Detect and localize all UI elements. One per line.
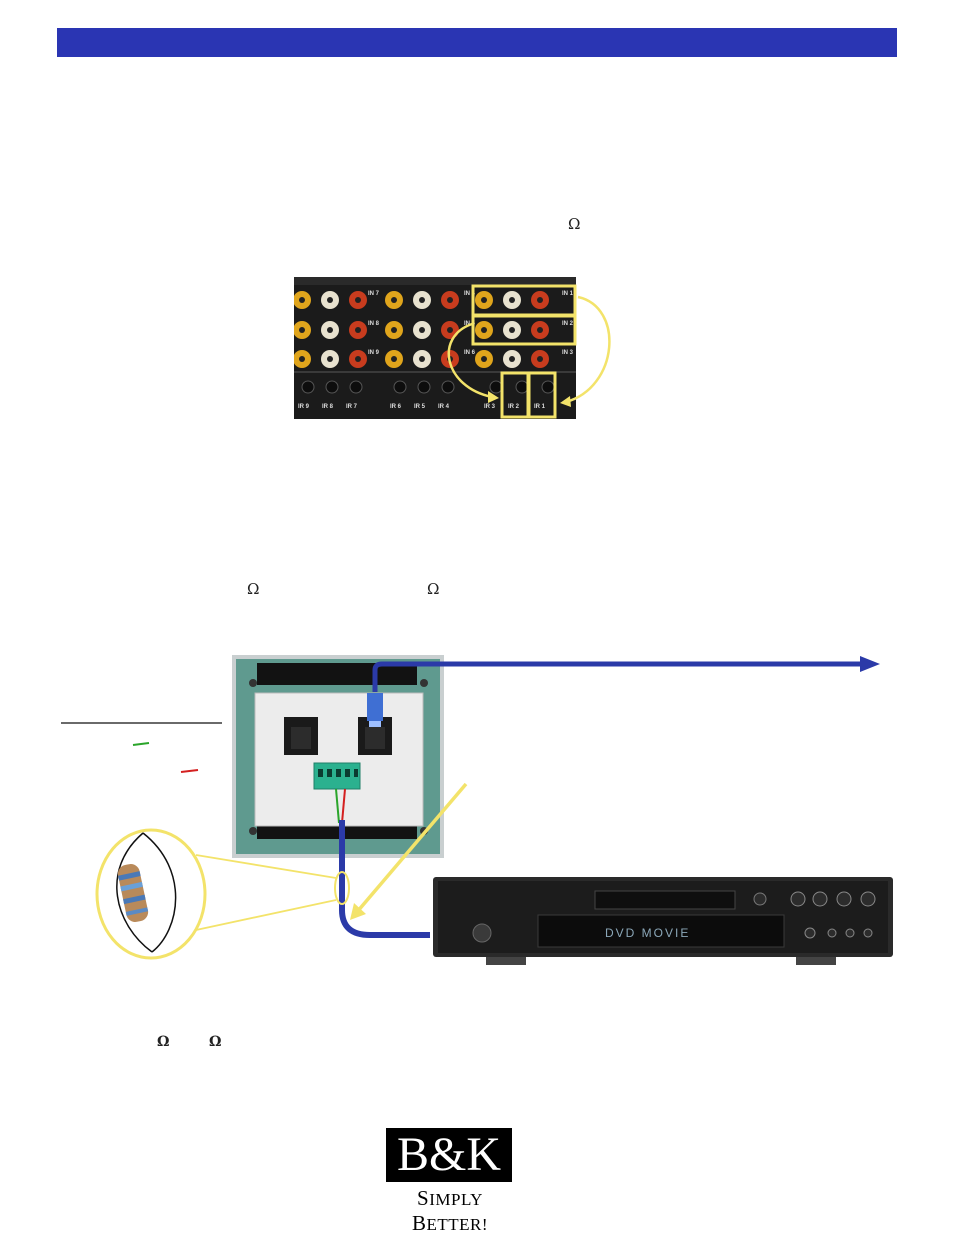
ir-label: IR 5 (414, 404, 426, 410)
omega-symbol: Ω (209, 1034, 222, 1050)
header-bar (57, 28, 897, 57)
input-label: IN 4 (464, 291, 476, 297)
ir-label: IR 7 (346, 404, 358, 410)
input-label: IN 8 (368, 321, 380, 327)
input-label: IN 3 (562, 350, 574, 356)
ir-label: IR 8 (322, 404, 334, 410)
ir-label: IR 9 (298, 404, 310, 410)
logo-tagline: SIMPLY BETTER! (411, 1186, 489, 1235)
wall-plate-photo (232, 655, 444, 858)
ir-jack (441, 380, 455, 394)
highlight-box-in2 (471, 314, 577, 346)
receiver-back-panel-photo: IN 4IN 5IN 6IN 1IN 2IN 3IN 7IN 8IN 9 IR … (294, 277, 611, 419)
omega-symbol: Ω (568, 215, 581, 233)
brand-logo: B&K (386, 1128, 512, 1182)
input-label: IN 2 (562, 321, 574, 327)
ir-label: IR 6 (390, 404, 402, 410)
input-label: IN 6 (464, 350, 476, 356)
input-label: IN 7 (368, 291, 380, 297)
dvd-player-photo: DVD MOVIE (430, 873, 896, 969)
ir-label: IR 4 (438, 404, 450, 410)
input-label: IN 9 (368, 350, 380, 356)
highlight-box-ir1 (527, 371, 557, 419)
input-label: IN 1 (562, 291, 574, 297)
ir-jack (301, 380, 315, 394)
omega-symbol: Ω (157, 1034, 170, 1050)
ir-jack (349, 380, 363, 394)
ir-jack (417, 380, 431, 394)
ir-label: IR 2 (508, 404, 520, 410)
ir-label: IR 3 (484, 404, 496, 410)
ir-jack (393, 380, 407, 394)
omega-symbol: Ω (427, 580, 440, 598)
omega-symbol: Ω (247, 580, 260, 598)
dvd-display-text: DVD MOVIE (605, 926, 690, 940)
ir-label: IR 1 (534, 404, 546, 410)
ir-jack (325, 380, 339, 394)
logo-mark: B&K (396, 1128, 501, 1181)
